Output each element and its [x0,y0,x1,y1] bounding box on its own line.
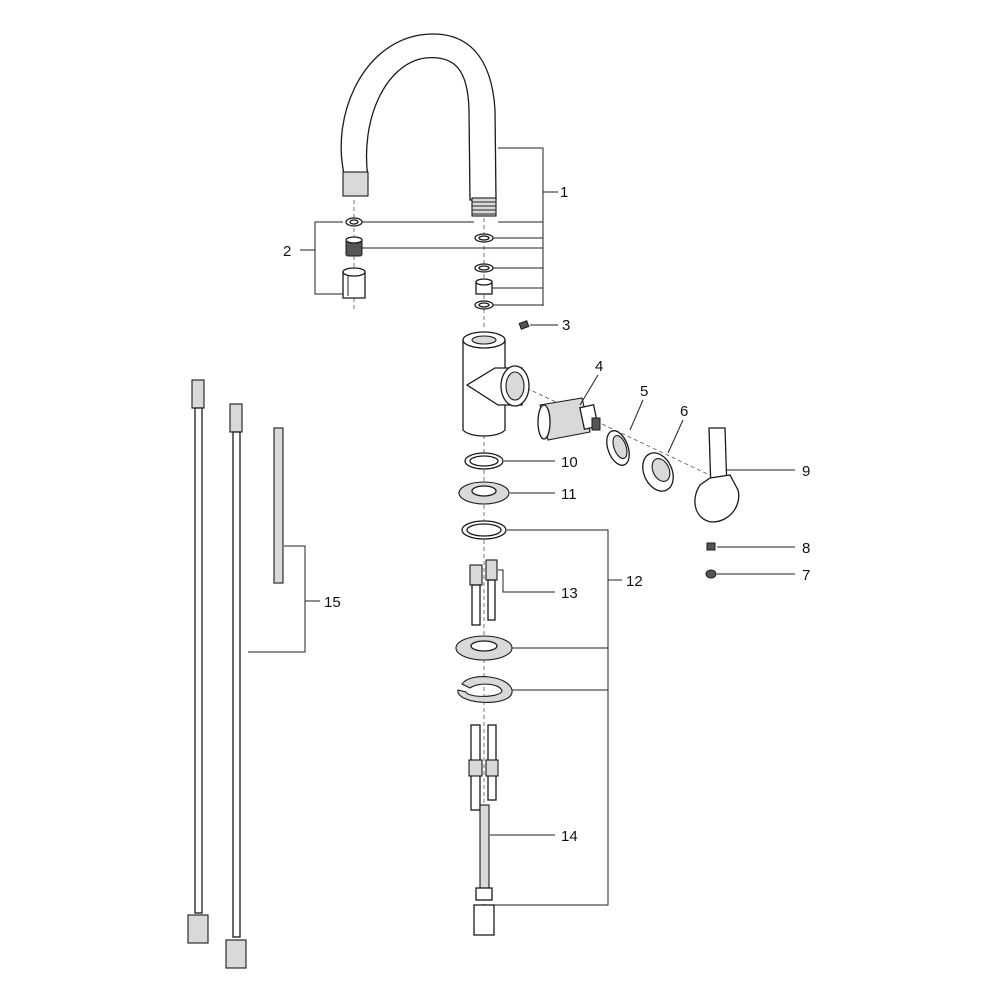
faucet-body [462,331,530,437]
callout-1: 1 [560,184,568,201]
callout-12: 12 [626,573,643,590]
flex-hoses-set [187,379,284,969]
callout-6: 6 [680,403,688,420]
callout-4: 4 [595,358,603,375]
horseshoe-washer [457,676,513,703]
handle-screw [706,542,716,551]
callout-2: 2 [283,243,291,260]
spout [340,33,497,217]
callout-9: 9 [802,463,810,480]
threaded-rod [473,804,495,936]
cartridge [537,397,601,441]
spout-threads [471,197,497,217]
lever-handle [694,427,740,523]
set-screw [518,320,530,330]
gasket [461,520,507,540]
supply-hoses-lower [468,724,499,811]
screw-plug [705,569,717,579]
callout-8: 8 [802,540,810,557]
callout-7: 7 [802,567,810,584]
callout-3: 3 [562,317,570,334]
callout-5: 5 [640,383,648,400]
supply-hoses-upper [469,559,498,626]
callout-14: 14 [561,828,578,845]
cover-cap [642,452,674,492]
o-ring [464,452,504,470]
callout-10: 10 [561,454,578,471]
callout-15: 15 [324,594,341,611]
base-ring [458,481,510,505]
cartridge-nut [606,430,630,466]
callout-11: 11 [561,486,577,503]
aerator-group [342,217,366,299]
leader-lines [248,147,795,906]
callout-13: 13 [561,585,578,602]
mounting-plate [455,635,513,661]
